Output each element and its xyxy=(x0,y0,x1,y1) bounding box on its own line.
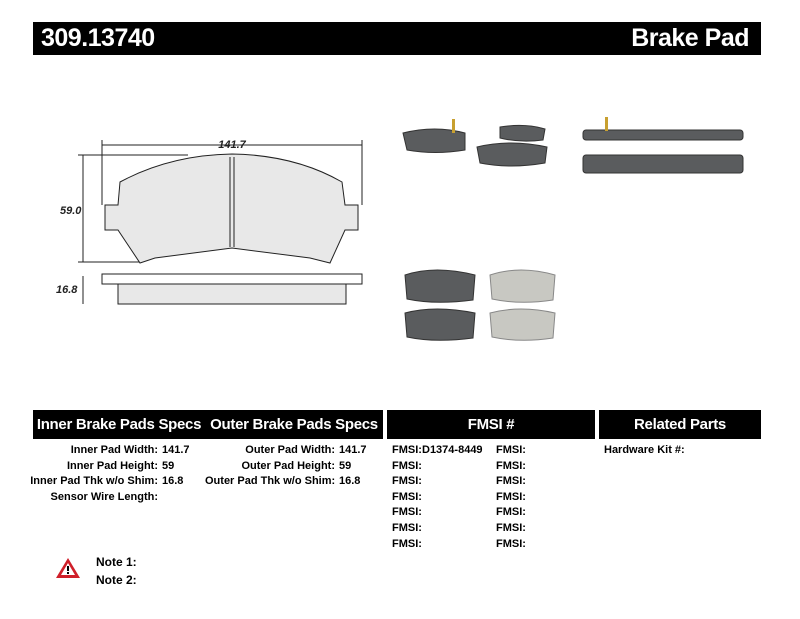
outer-spec-row: Outer Pad Width: 141.7 xyxy=(205,443,383,459)
spec-label: Outer Pad Thk w/o Shim: xyxy=(205,475,336,488)
fmsi-label: FMSI: xyxy=(392,444,422,456)
spec-value: 59 xyxy=(339,459,352,472)
fmsi-label: FMSI: xyxy=(392,537,422,550)
header-inner-specs: Inner Brake Pads Specs xyxy=(33,410,205,439)
spec-value: 16.8 xyxy=(162,475,184,488)
fmsi-label: FMSI: xyxy=(496,506,526,519)
fmsi-row: FMSI: FMSI: xyxy=(392,537,592,553)
header-outer-specs: Outer Brake Pads Specs xyxy=(205,410,383,439)
inner-spec-row: Inner Pad Width: 141.7 xyxy=(30,443,205,459)
spec-value: 59 xyxy=(162,459,175,472)
fmsi-label: FMSI: xyxy=(496,490,526,503)
header-fmsi: FMSI # xyxy=(387,410,595,439)
product-photos xyxy=(402,117,744,341)
fmsi-row: FMSI: FMSI: xyxy=(392,459,592,475)
pad-side-profile xyxy=(117,283,347,305)
spec-value: 16.8 xyxy=(339,475,361,488)
spec-label: Outer Pad Height: xyxy=(241,459,335,472)
spec-value: 141.7 xyxy=(162,444,190,456)
fmsi-label: FMSI: xyxy=(392,521,422,534)
fmsi-label: FMSI: xyxy=(392,506,422,519)
outer-specs-list: Outer Pad Width: 141.7 Outer Pad Height: 5… xyxy=(205,443,383,490)
spec-label: Sensor Wire Length: xyxy=(50,490,158,503)
header-bar: 309.13740 Brake Pad xyxy=(33,22,761,55)
product-type: Brake Pad xyxy=(631,24,749,52)
spec-label: Inner Pad Thk w/o Shim: xyxy=(30,475,158,488)
fmsi-label: FMSI: xyxy=(392,459,422,472)
spec-value: 141.7 xyxy=(339,444,367,456)
height-dim-label: 59.0 xyxy=(60,205,82,217)
spec-label: Inner Pad Width: xyxy=(70,444,158,456)
fmsi-label: FMSI: xyxy=(496,444,526,456)
thickness-dim-label: 16.8 xyxy=(56,284,78,296)
fmsi-row: FMSI: FMSI: xyxy=(392,521,592,537)
outer-spec-row: Outer Pad Thk w/o Shim:16.8 xyxy=(205,474,383,490)
inner-specs-list: Inner Pad Width: 141.7 Inner Pad Height: 5… xyxy=(30,443,205,505)
fmsi-label: FMSI: xyxy=(392,490,422,503)
inner-spec-row: Inner Pad Height: 59 xyxy=(30,459,205,475)
fmsi-label: FMSI: xyxy=(496,475,526,488)
fmsi-row: FMSI: FMSI: xyxy=(392,505,592,521)
fmsi-row: FMSI: FMSI: xyxy=(392,490,592,506)
spec-label: Inner Pad Height: xyxy=(66,459,158,472)
outer-spec-row: Outer Pad Height: 59 xyxy=(205,459,383,475)
note-1: Note 1: xyxy=(96,555,137,569)
fmsi-row: FMSI: FMSI: xyxy=(392,474,592,490)
part-number: 309.13740 xyxy=(41,24,155,52)
pad-technical-drawing: 141.7 59.0 16.8 xyxy=(56,139,363,305)
note-2: Note 2: xyxy=(96,573,137,587)
warning-icon xyxy=(56,558,80,578)
inner-spec-row: Sensor Wire Length: xyxy=(30,490,205,506)
fmsi-label: FMSI: xyxy=(496,459,526,472)
spec-label: Outer Pad Width: xyxy=(245,444,335,456)
fmsi-label: FMSI: xyxy=(392,475,422,488)
header-related-parts: Related Parts xyxy=(599,410,761,439)
fmsi-label: FMSI: xyxy=(496,521,526,534)
related-part-row: Hardware Kit #: xyxy=(604,443,685,459)
width-dim-label: 141.7 xyxy=(218,139,246,151)
pad-outline xyxy=(104,153,359,264)
fmsi-value: D1374-8449 xyxy=(422,444,483,456)
related-label: Hardware Kit #: xyxy=(604,444,685,456)
inner-spec-row: Inner Pad Thk w/o Shim: 16.8 xyxy=(30,474,205,490)
fmsi-label: FMSI: xyxy=(496,537,526,550)
